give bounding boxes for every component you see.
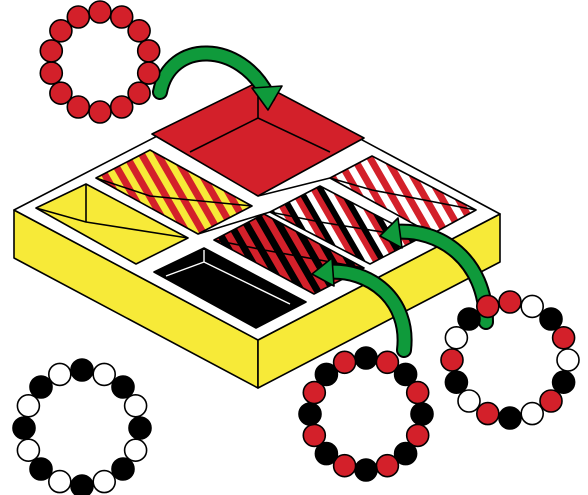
bead [441,349,463,371]
bead [112,376,134,398]
bead [125,439,147,461]
bead [30,376,52,398]
bead [557,349,579,371]
bead [17,439,39,461]
bead [138,40,160,62]
bead [128,20,150,42]
bead [445,371,467,393]
bead [553,327,575,349]
bead [50,82,72,104]
bead [17,395,39,417]
bead [376,455,398,477]
bracelet-red [40,1,159,123]
bead [458,308,480,330]
bead [125,395,147,417]
bead [411,403,433,425]
bead [553,371,575,393]
bead [138,62,160,84]
bead [499,407,521,429]
bead [40,62,62,84]
bead [30,458,52,480]
bead [71,475,93,495]
bead [111,96,133,118]
bead [49,471,71,493]
bead [540,390,562,412]
bead [355,459,377,481]
bead [458,390,480,412]
bead [49,363,71,385]
bead [540,308,562,330]
bead [93,471,115,493]
bead [67,6,89,28]
bead [407,382,429,404]
bead [89,101,111,123]
bead [477,403,499,425]
bead [355,347,377,369]
bead [499,291,521,313]
bead [521,295,543,317]
bead [521,403,543,425]
bracelet-red-white-black [441,291,579,429]
bead [13,417,35,439]
bead [112,458,134,480]
bead [445,327,467,349]
bead [334,351,356,373]
bead [299,403,321,425]
bead [129,417,151,439]
bracelet-black-red [299,347,433,481]
bead [40,40,62,62]
bracelet-black-white [13,359,151,495]
bead [303,424,325,446]
bead [89,1,111,23]
bead [71,359,93,381]
bead [93,363,115,385]
bead [477,295,499,317]
